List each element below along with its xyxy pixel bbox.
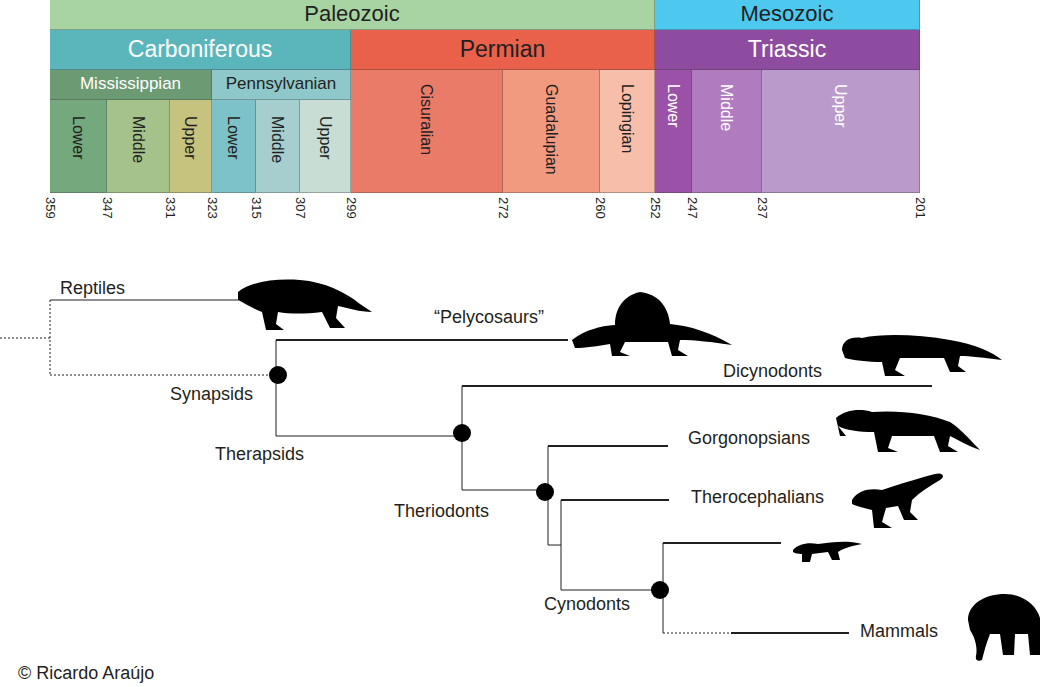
stage-name: Lower	[69, 116, 87, 160]
age-number: 201	[913, 197, 928, 219]
stage-cell: Upper	[762, 70, 920, 193]
age-number: 252	[648, 197, 663, 219]
stage-name: Lopingian	[618, 84, 636, 153]
age-number: 359	[43, 197, 58, 219]
age-number: 272	[496, 197, 511, 219]
clade-name: Synapsids	[170, 384, 253, 405]
stage-name: Middle	[269, 116, 287, 163]
clade-name: Theriodonts	[394, 501, 489, 522]
copyright-note: © Ricardo Araújo	[18, 663, 154, 684]
clade-name: Cynodonts	[544, 594, 630, 615]
period-name: Mississippian	[80, 75, 181, 94]
period-band: Mesozoic	[655, 0, 920, 30]
stage-cell: Cisuralian	[351, 70, 503, 193]
age-number: 323	[205, 197, 220, 219]
age-number: 315	[249, 197, 264, 219]
age-number: 260	[593, 197, 608, 219]
stage-name: Upper	[316, 116, 334, 160]
stage-name: Upper	[182, 116, 200, 160]
period-band: Triassic	[655, 30, 920, 70]
stage-cell: Guadalupian	[503, 70, 600, 193]
period-band: Pennsylvanian	[212, 70, 351, 100]
stage-name: Cisuralian	[418, 84, 436, 155]
period-name: Permian	[460, 37, 546, 62]
age-number: 237	[755, 197, 770, 219]
age-number: 247	[685, 197, 700, 219]
period-band: Permian	[351, 30, 655, 70]
stage-name: Guadalupian	[542, 84, 560, 175]
clade-name: Therapsids	[215, 444, 304, 465]
clade-name: Mammals	[860, 621, 938, 642]
stage-cell: Lopingian	[600, 70, 655, 193]
clade-name: “Pelycosaurs”	[434, 307, 544, 328]
period-name: Carboniferous	[128, 37, 272, 62]
stage-name: Middle	[718, 84, 736, 131]
clade-name: Therocephalians	[691, 487, 824, 508]
stage-cell: Lower	[212, 100, 256, 193]
age-number: 307	[293, 197, 308, 219]
stage-name: Lower	[664, 84, 682, 128]
period-name: Pennsylvanian	[226, 75, 337, 94]
period-band: Paleozoic	[50, 0, 655, 30]
age-number: 331	[163, 197, 178, 219]
stage-cell: Middle	[692, 70, 762, 193]
period-name: Paleozoic	[304, 2, 399, 26]
stage-cell: Middle	[107, 100, 170, 193]
clade-name: Gorgonopsians	[688, 428, 810, 449]
stage-cell: Upper	[170, 100, 212, 193]
period-band: Carboniferous	[50, 30, 351, 70]
period-name: Mesozoic	[741, 2, 834, 26]
stage-cell: Lower	[655, 70, 692, 193]
period-name: Triassic	[748, 37, 826, 62]
clade-name: Reptiles	[60, 278, 125, 299]
stage-cell: Upper	[300, 100, 351, 193]
stage-name: Middle	[129, 116, 147, 163]
stage-cell: Lower	[50, 100, 107, 193]
age-number: 347	[100, 197, 115, 219]
stage-name: Upper	[832, 84, 850, 128]
age-number: 299	[344, 197, 359, 219]
stage-name: Lower	[225, 116, 243, 160]
stage-cell: Middle	[256, 100, 300, 193]
clade-name: Dicynodonts	[723, 361, 822, 382]
period-band: Mississippian	[50, 70, 212, 100]
